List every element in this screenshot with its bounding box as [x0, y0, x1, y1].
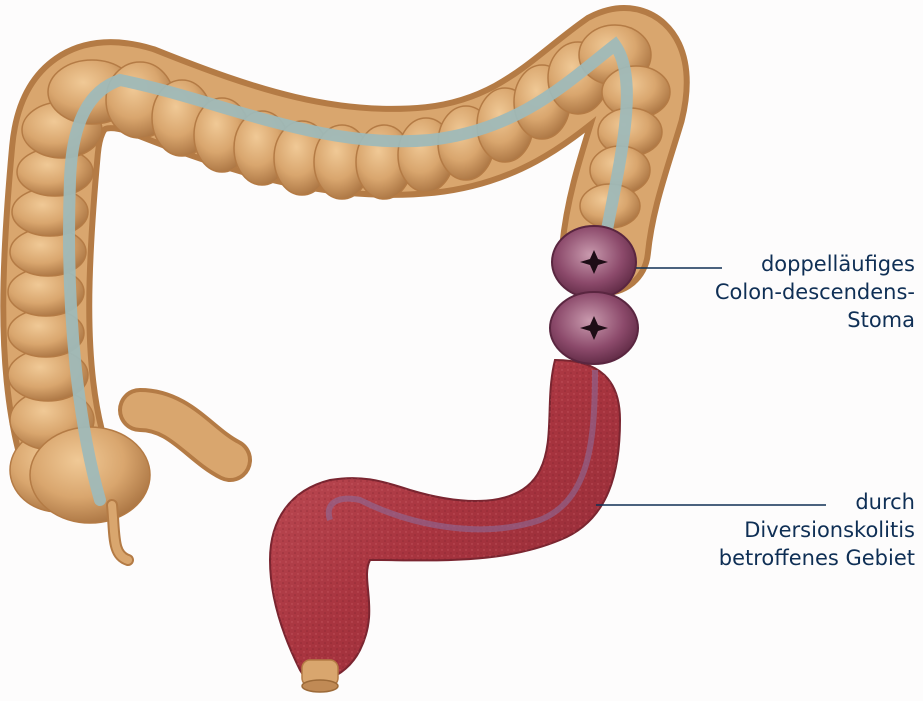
- colitis-label-line1: durch: [719, 488, 915, 516]
- stoma-label-line2: Colon-descendens-: [715, 278, 915, 306]
- stoma-label-line3: Stoma: [715, 306, 915, 334]
- colitis-label-line2: Diversionskolitis: [719, 516, 915, 544]
- colitis-label-line3: betroffenes Gebiet: [719, 544, 915, 572]
- double-barrel-stoma: [550, 226, 638, 364]
- stoma-label-line1: doppelläufiges: [715, 250, 915, 278]
- inflamed-colon-segment: [270, 360, 620, 692]
- diversion-colitis-label: durch Diversionskolitis betroffenes Gebi…: [719, 488, 915, 572]
- stoma-label: doppelläufiges Colon-descendens- Stoma: [715, 250, 915, 334]
